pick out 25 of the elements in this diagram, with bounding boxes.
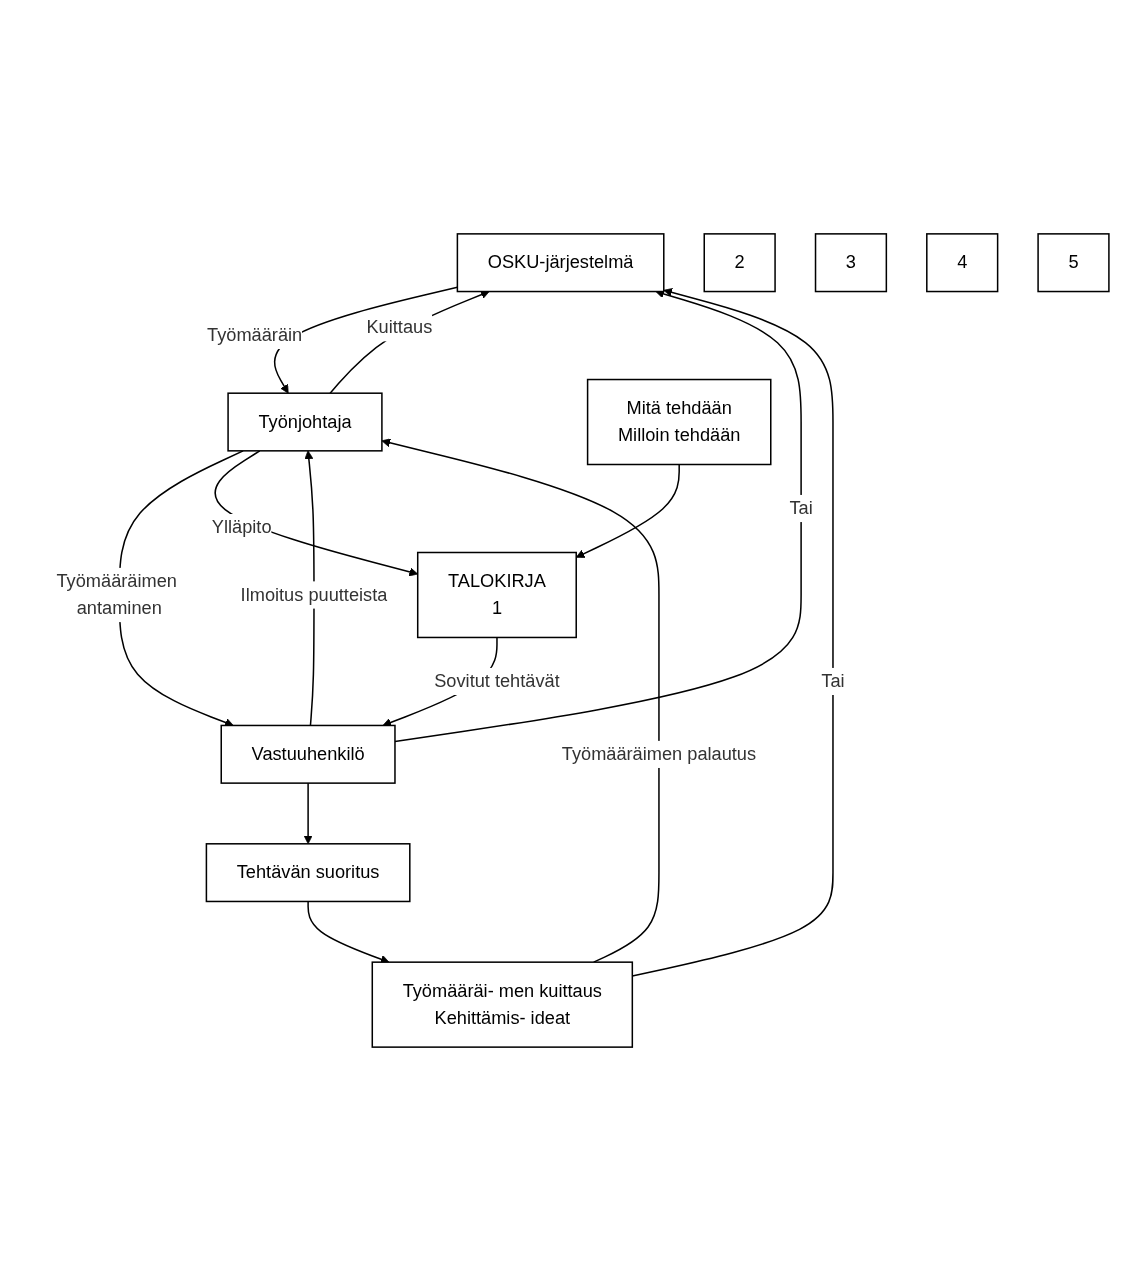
- node-box: Mitä tehdään Milloin tehdään: [586, 378, 772, 466]
- node-box: Työmääräi- men kuittaus Kehittämis- ideat: [371, 961, 634, 1048]
- edge-label: Kuittaus: [366, 317, 433, 338]
- edge-label: Työmääräimen palautus: [561, 743, 757, 764]
- edge-label: Ilmoitus puutteista: [240, 584, 388, 605]
- edge-label: Työmääräin: [207, 324, 303, 346]
- arrow: [394, 289, 802, 743]
- edge-label: Tai: [821, 670, 845, 692]
- node-box: 2: [703, 233, 776, 293]
- node-box: TALOKIRJA 1: [416, 551, 577, 639]
- node-box: Tehtävän suoritus: [205, 843, 411, 903]
- node-box: Vastuuhenkilö: [220, 724, 396, 784]
- edge-label: Ylläpito: [211, 516, 272, 538]
- node-box: 4: [926, 233, 999, 293]
- arrow: [304, 450, 315, 727]
- node-box: Työnjohtaja: [227, 392, 383, 452]
- edge-label: Tai: [789, 497, 813, 519]
- node-box: 3: [814, 233, 888, 293]
- arrow: [329, 290, 490, 394]
- arrow: [307, 900, 390, 964]
- arrow: [303, 782, 313, 845]
- edge-label: Työmääräimen antaminen: [56, 570, 177, 619]
- node-box: OSKU-järjestelmä: [456, 233, 665, 293]
- node-box: 5: [1037, 233, 1110, 293]
- edge-label: Sovitut tehtävät: [434, 670, 560, 692]
